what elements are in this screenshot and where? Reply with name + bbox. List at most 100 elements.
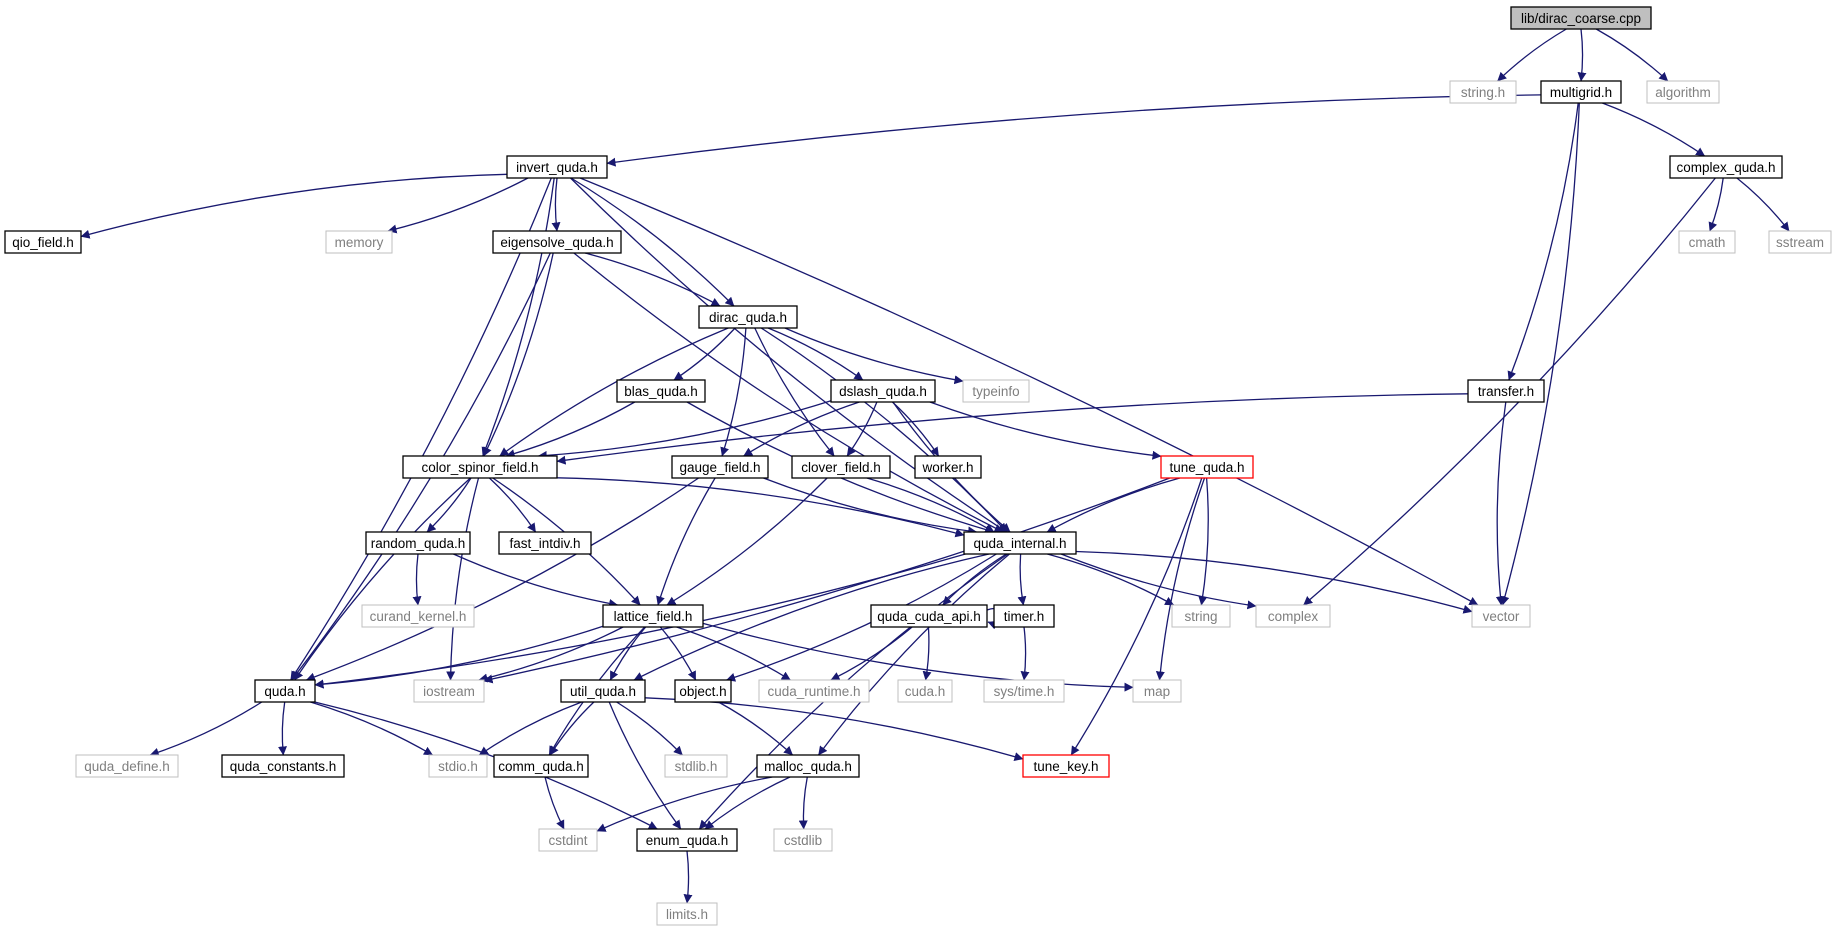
node-curand-kernel[interactable]: curand_kernel.h xyxy=(361,604,475,628)
edge-malloc_quda-to-cstdint xyxy=(596,776,773,832)
node-invert-quda[interactable]: invert_quda.h xyxy=(506,155,608,179)
node-box xyxy=(325,230,393,254)
node-complex-quda[interactable]: complex_quda.h xyxy=(1669,155,1783,179)
edge-lattice_field-to-cuda_runtime xyxy=(676,626,791,681)
node-label: blas_quda.h xyxy=(624,384,698,399)
node-sys-time[interactable]: sys/time.h xyxy=(983,679,1065,703)
node-box xyxy=(1022,754,1110,778)
node-quda-h[interactable]: quda.h xyxy=(254,679,316,703)
node-tune-key[interactable]: tune_key.h xyxy=(1022,754,1110,778)
node-quda-cuda-api[interactable]: quda_cuda_api.h xyxy=(870,604,988,628)
node-memory[interactable]: memory xyxy=(325,230,393,254)
node-label: qio_field.h xyxy=(12,235,74,250)
node-cstdint[interactable]: cstdint xyxy=(538,828,598,852)
edge-dirac_quda-to-gauge_field xyxy=(720,327,747,457)
node-label: quda_cuda_api.h xyxy=(877,609,981,624)
node-cuda-runtime[interactable]: cuda_runtime.h xyxy=(758,679,870,703)
edge-lattice_field-to-object xyxy=(659,626,697,681)
node-quda-constants[interactable]: quda_constants.h xyxy=(221,754,345,778)
node-dslash-quda[interactable]: dslash_quda.h xyxy=(830,379,936,403)
edge-color_spinor_field-to-quda_internal xyxy=(556,477,965,538)
node-quda-internal[interactable]: quda_internal.h xyxy=(963,531,1077,555)
node-label: cstdlib xyxy=(784,833,822,848)
node-sstream[interactable]: sstream xyxy=(1768,230,1832,254)
node-random-quda[interactable]: random_quda.h xyxy=(365,531,471,555)
edge-dirac_quda-to-dslash_quda xyxy=(767,327,864,381)
node-timer[interactable]: timer.h xyxy=(993,604,1055,628)
node-label: transfer.h xyxy=(1478,384,1534,399)
node-vector[interactable]: vector xyxy=(1471,604,1531,628)
edge-tune_quda-to-string xyxy=(1198,477,1209,606)
node-qio-field[interactable]: qio_field.h xyxy=(4,230,82,254)
edge-quda_internal-to-timer xyxy=(1017,553,1027,606)
node-enum-quda[interactable]: enum_quda.h xyxy=(636,828,738,852)
node-fast-intdiv[interactable]: fast_intdiv.h xyxy=(498,531,592,555)
node-dirac-coarse[interactable]: lib/dirac_coarse.cpp xyxy=(1510,6,1652,30)
node-box xyxy=(791,455,891,479)
node-box xyxy=(1646,80,1720,104)
node-transfer[interactable]: transfer.h xyxy=(1467,379,1545,403)
node-clover-field[interactable]: clover_field.h xyxy=(791,455,891,479)
node-box xyxy=(1540,80,1622,104)
node-multigrid[interactable]: multigrid.h xyxy=(1540,80,1622,104)
edge-transfer-to-color_spinor_field xyxy=(556,393,1469,465)
edge-complex_quda-to-sstream xyxy=(1736,177,1790,232)
node-label: string xyxy=(1184,609,1217,624)
node-label: worker.h xyxy=(921,460,973,475)
node-label: random_quda.h xyxy=(371,536,466,551)
node-cmath[interactable]: cmath xyxy=(1678,230,1736,254)
node-label: tune_quda.h xyxy=(1169,460,1244,475)
node-cstdlib[interactable]: cstdlib xyxy=(773,828,833,852)
edge-transfer-to-vector xyxy=(1495,401,1507,606)
node-label: object.h xyxy=(679,684,726,699)
node-box xyxy=(993,604,1055,628)
node-stdlib[interactable]: stdlib.h xyxy=(664,754,728,778)
node-limits[interactable]: limits.h xyxy=(656,902,718,926)
node-eigensolve-quda[interactable]: eigensolve_quda.h xyxy=(492,230,622,254)
edge-color_spinor_field-to-quda_h xyxy=(294,477,471,681)
node-dirac-quda[interactable]: dirac_quda.h xyxy=(698,305,798,329)
node-tune-quda[interactable]: tune_quda.h xyxy=(1160,455,1254,479)
node-typeinfo[interactable]: typeinfo xyxy=(962,379,1030,403)
node-label: stdlib.h xyxy=(675,759,718,774)
node-box xyxy=(897,679,953,703)
node-box xyxy=(616,379,706,403)
edge-lattice_field-to-quda_h xyxy=(314,625,604,689)
node-util-quda[interactable]: util_quda.h xyxy=(560,679,646,703)
node-box xyxy=(870,604,988,628)
node-gauge-field[interactable]: gauge_field.h xyxy=(671,455,769,479)
edge-invert_quda-to-dirac_quda xyxy=(570,177,735,307)
node-box xyxy=(538,828,598,852)
node-label: limits.h xyxy=(666,907,708,922)
node-label: invert_quda.h xyxy=(516,160,598,175)
node-quda-define[interactable]: quda_define.h xyxy=(75,754,179,778)
node-blas-quda[interactable]: blas_quda.h xyxy=(616,379,706,403)
node-complex[interactable]: complex xyxy=(1255,604,1331,628)
edge-dirac_quda-to-blas_quda xyxy=(673,327,736,381)
node-algorithm[interactable]: algorithm xyxy=(1646,80,1720,104)
node-object[interactable]: object.h xyxy=(674,679,732,703)
node-box xyxy=(1768,230,1832,254)
edge-quda_internal-to-quda_cuda_api xyxy=(942,553,1007,606)
node-label: sys/time.h xyxy=(994,684,1055,699)
node-box xyxy=(361,604,475,628)
edge-random_quda-to-lattice_field xyxy=(453,553,619,608)
node-comm-quda[interactable]: comm_quda.h xyxy=(493,754,589,778)
node-label: complex xyxy=(1268,609,1319,624)
node-label: cstdint xyxy=(548,833,587,848)
node-box xyxy=(498,531,592,555)
node-box xyxy=(493,754,589,778)
node-malloc-quda[interactable]: malloc_quda.h xyxy=(756,754,860,778)
node-string[interactable]: string xyxy=(1171,604,1231,628)
node-cuda-h[interactable]: cuda.h xyxy=(897,679,953,703)
node-label: vector xyxy=(1483,609,1520,624)
node-label: clover_field.h xyxy=(801,460,881,475)
node-label: quda_constants.h xyxy=(230,759,337,774)
node-worker[interactable]: worker.h xyxy=(914,455,982,479)
node-map[interactable]: map xyxy=(1132,679,1182,703)
node-color-spinor-field[interactable]: color_spinor_field.h xyxy=(402,455,558,479)
node-string-h[interactable]: string.h xyxy=(1449,80,1517,104)
node-stdio[interactable]: stdio.h xyxy=(428,754,488,778)
node-lattice-field[interactable]: lattice_field.h xyxy=(602,604,704,628)
node-iostream[interactable]: iostream xyxy=(413,679,485,703)
